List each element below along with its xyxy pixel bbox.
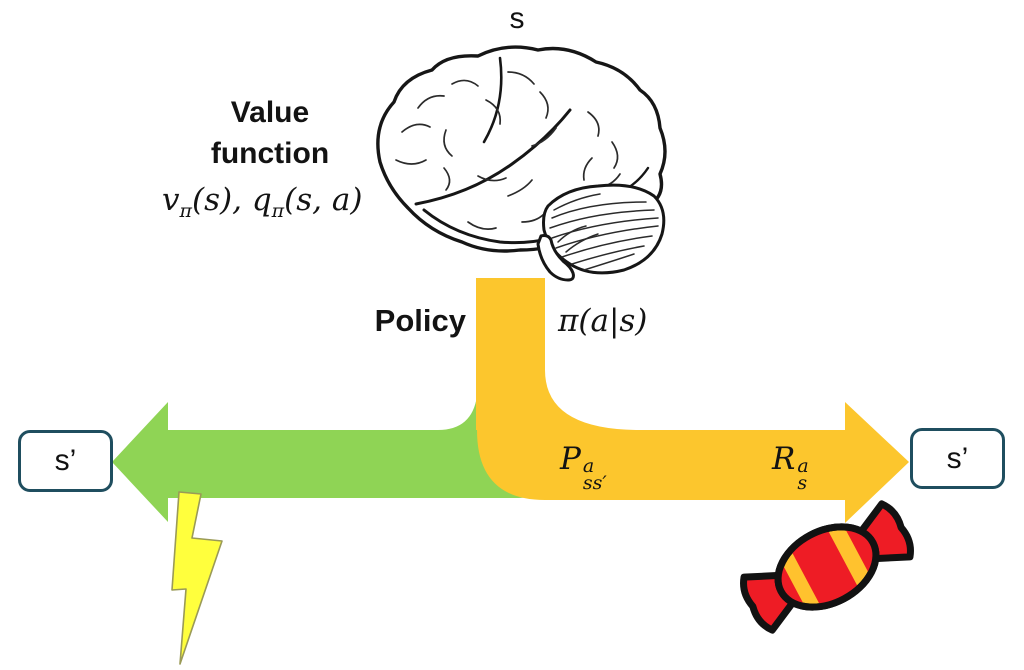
transition-base: P	[560, 441, 581, 477]
next-state-box-right: s’	[910, 428, 1005, 489]
formula-v: v	[162, 182, 180, 218]
gold-policy-arrow	[476, 278, 909, 523]
candy-icon	[740, 500, 914, 634]
policy-formula: π(a|s)	[558, 303, 648, 339]
reward-base: R	[772, 441, 796, 477]
value-function-title-line2: function	[210, 137, 330, 170]
brain-sketch-icon	[376, 45, 667, 282]
transition-sub: ss′	[582, 472, 607, 494]
reward-sup: a	[797, 455, 809, 477]
reward-sub: s	[797, 472, 808, 494]
lightning-bolt-icon	[171, 491, 223, 665]
next-state-label-right: s’	[946, 441, 969, 475]
formula-mid: (s), q	[192, 182, 272, 218]
policy-label: Policy	[374, 303, 466, 338]
brain-cerebellum	[542, 183, 666, 275]
brain-stem	[536, 234, 575, 282]
formula-q-sub: π	[271, 200, 285, 222]
state-label-top: s	[509, 2, 525, 35]
formula-v-sub: π	[179, 200, 193, 222]
value-function-title-line1: Value	[230, 96, 310, 129]
green-left-arrow	[112, 396, 545, 522]
next-state-label-left: s’	[54, 444, 77, 477]
value-function-title: Value function	[170, 92, 370, 174]
value-function-formula: vπ(s), qπ(s, a)	[162, 182, 362, 222]
transition-sup: a	[582, 455, 595, 477]
formula-tail: (s, a)	[284, 182, 363, 218]
next-state-box-left: s’	[18, 430, 113, 492]
